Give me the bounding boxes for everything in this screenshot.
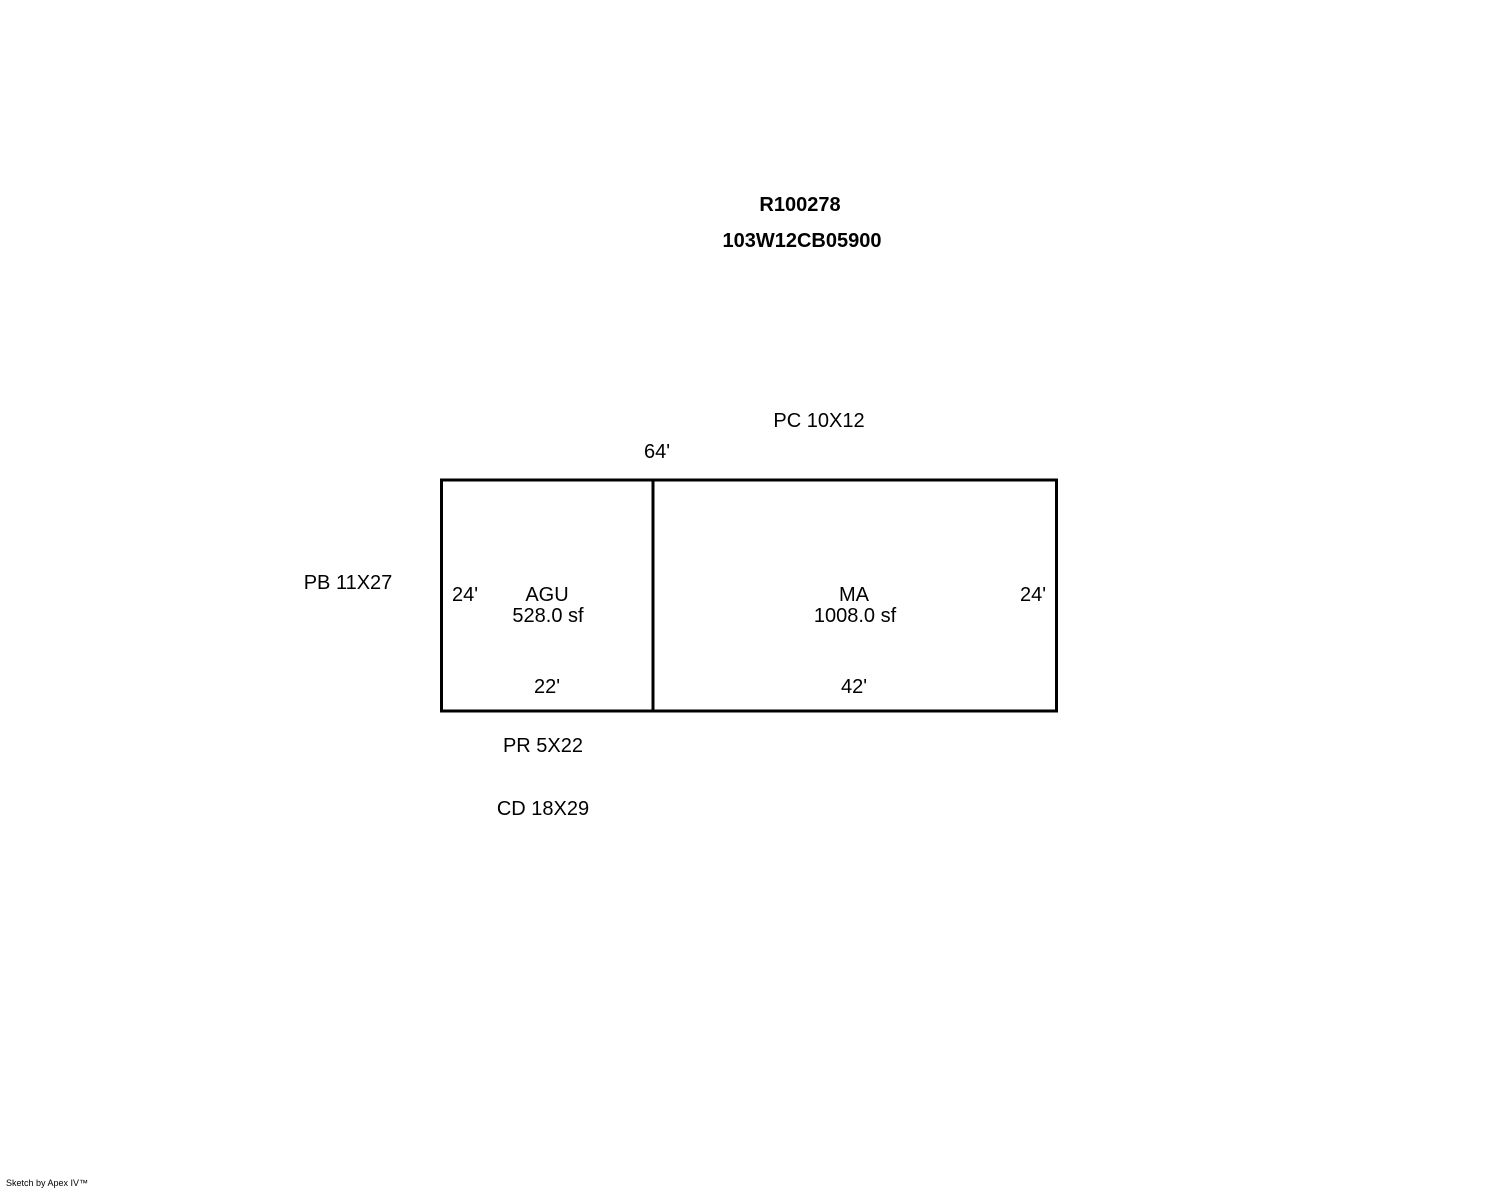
pb-label: PB 11X27: [303, 572, 393, 594]
cd-label: CD 18X29: [496, 798, 590, 820]
map-tax-lot: 103W12CB05900: [722, 230, 882, 252]
dimension-left: 24': [451, 584, 479, 606]
dimension-ma-width: 42': [840, 676, 868, 698]
agu-code: AGU: [525, 584, 569, 606]
building-outline: [440, 478, 1058, 713]
dimension-right: 24': [1019, 584, 1047, 606]
pc-label: PC 10X12: [773, 410, 865, 432]
ma-code: MA: [839, 584, 869, 606]
parcel-id: R100278: [759, 194, 841, 216]
ma-area: 1008.0 sf: [813, 605, 897, 627]
pr-label: PR 5X22: [502, 735, 584, 757]
agu-area: 528.0 sf: [512, 605, 584, 627]
footer-credit: Sketch by Apex IV™: [6, 1178, 89, 1188]
dimension-top: 64': [643, 441, 671, 463]
dimension-agu-width: 22': [533, 676, 561, 698]
